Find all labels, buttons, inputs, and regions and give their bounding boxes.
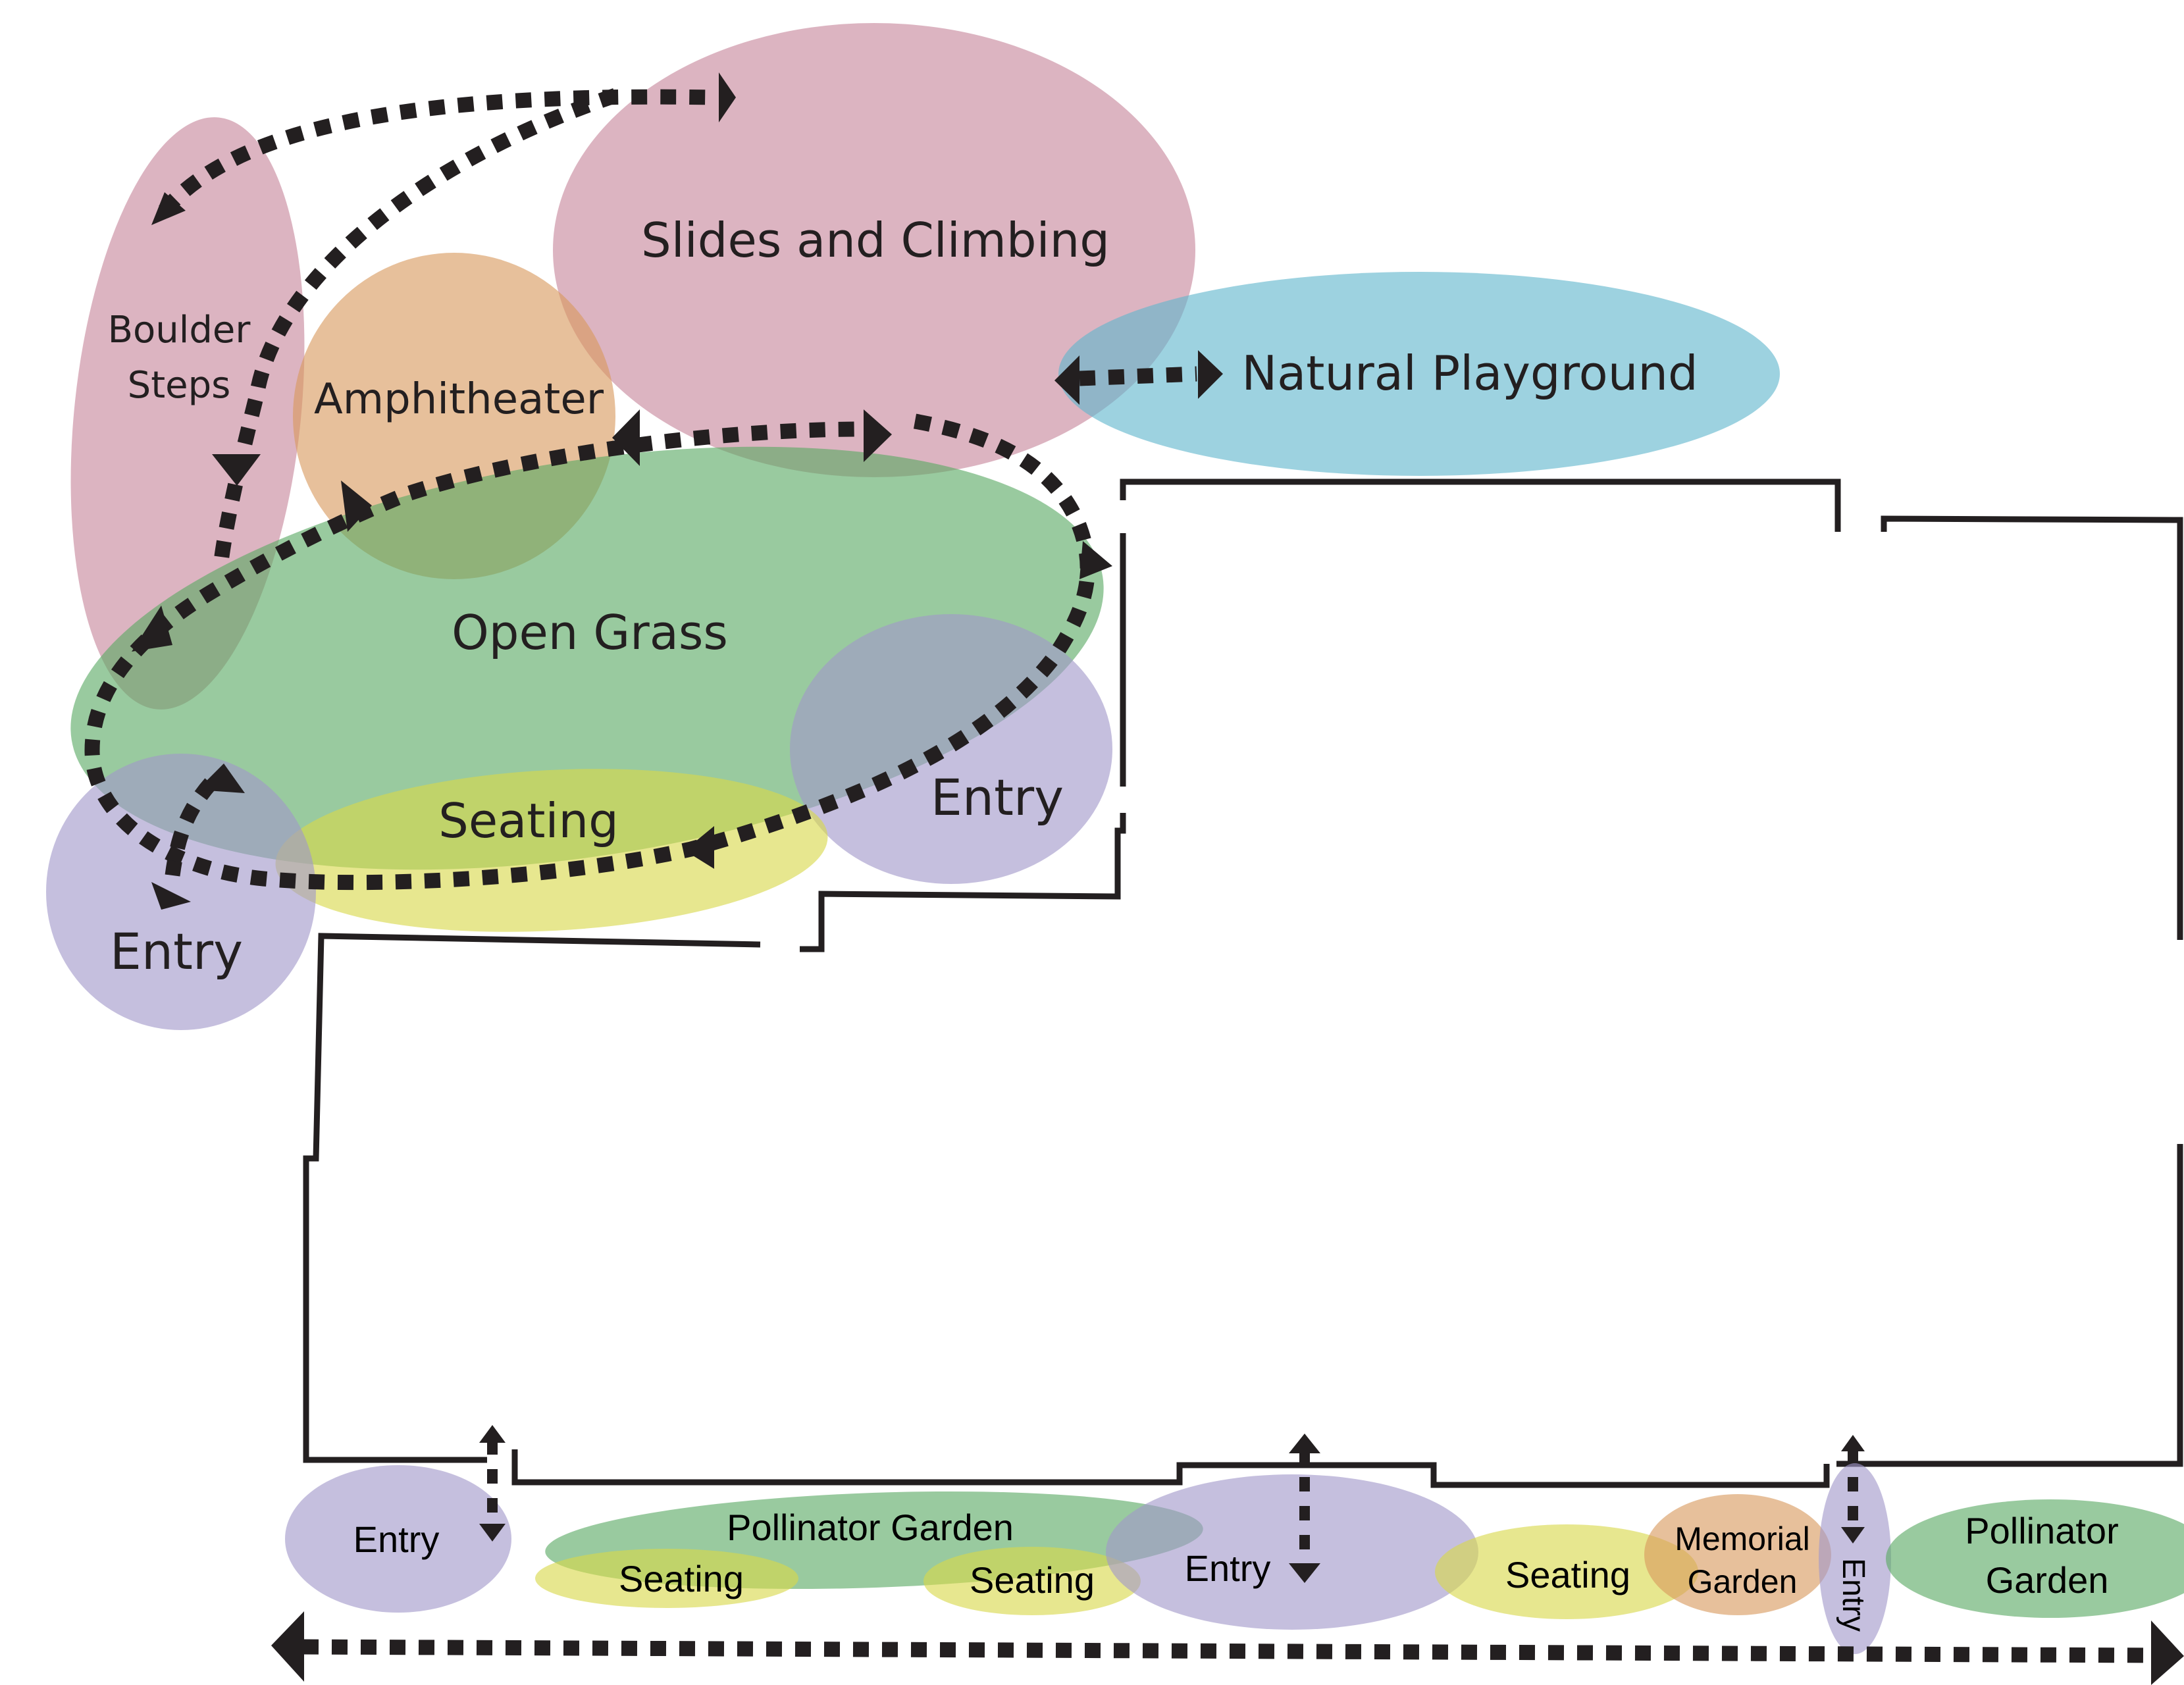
building-wall-east [1836,1144,2183,1467]
label-street-seating-1: Seating [619,1558,744,1599]
arrowhead-west-entry-up [197,764,245,793]
arrowhead-street-entry-3-up [1841,1435,1865,1451]
label-boulder-steps-line2: Steps [128,364,231,407]
label-street-entry-1: Entry [353,1518,440,1560]
label-open-grass: Open Grass [452,605,728,660]
arrowhead-street-entry-3-down [1841,1527,1865,1543]
label-pollinator-garden-1: Pollinator Garden [727,1507,1014,1548]
street-entry-2-zone [1106,1474,1478,1630]
arrowhead-loop-top-right [864,409,892,462]
street-zones [285,1463,2184,1654]
circulation-paths [84,72,2184,1685]
arrowhead-loop-east [1079,541,1112,579]
path-open-grass-loop [84,413,1095,891]
arrowhead-slides-left [1054,355,1079,405]
upper-labels: Boulder Steps Slides and Climbing Amphit… [108,213,1698,981]
natural-playground-zone [1058,272,1780,476]
arrowhead-sidewalk-west [271,1611,304,1682]
arrowhead-loop-west [132,606,172,652]
street-seating-1-zone [535,1549,798,1608]
arrowhead-street-entry-2-up [1289,1434,1320,1453]
street-seating-3-zone [1435,1524,1698,1619]
street-labels: Entry Pollinator Garden Seating Seating … [353,1507,2119,1632]
arrowhead-street-entry-1-up [479,1425,506,1443]
label-street-entry-2: Entry [1185,1547,1271,1589]
building-wall-top [1120,479,1841,532]
label-amphitheater: Amphitheater [314,375,604,424]
street-entry-1-zone [285,1465,511,1613]
label-street-entry-3: Entry [1836,1558,1871,1632]
entry-west-zone [46,754,316,1030]
label-pollinator-garden-2-line2: Garden [1986,1559,2109,1601]
slides-climbing-zone [553,23,1195,477]
arrowhead-boulder-top [151,192,186,225]
seating-zone [275,769,828,932]
path-sidewalk [302,1639,2156,1663]
street-seating-2-zone [923,1547,1141,1615]
label-street-seating-2: Seating [970,1559,1095,1601]
building-wall-northeast [1881,515,2183,940]
building-outline [303,479,2183,1488]
label-memorial-garden-line1: Memorial [1675,1520,1810,1557]
building-wall-west [303,933,761,1463]
arrowhead-street-entry-1-down [479,1524,506,1542]
path-slides-to-boulder-base [213,88,618,567]
label-street-seating-3: Seating [1505,1554,1630,1595]
arrowhead-loop-top-left [612,409,640,466]
entry-east-zone [790,614,1112,884]
label-pollinator-garden-2-line1: Pollinator [1965,1510,2118,1551]
memorial-garden-zone [1644,1494,1831,1615]
label-memorial-garden-line2: Garden [1688,1563,1798,1600]
arrowhead-boulder-lower [212,454,261,486]
label-entry-east: Entry [931,768,1064,827]
street-entry-3-zone [1819,1463,1891,1654]
arrowhead-loop-seating [685,826,714,869]
arrowhead-loop-amphitheater [341,480,372,532]
path-slides-to-playground [1079,366,1197,386]
label-seating: Seating [438,793,619,848]
arrowhead-slides-top [719,72,736,122]
arrowhead-sidewalk-east [2151,1620,2184,1685]
building-wall-south [511,1449,1830,1488]
pollinator-garden-2-zone [1886,1499,2184,1618]
arrowhead-west-entry-down [151,882,191,910]
label-natural-playground: Natural Playground [1241,346,1698,401]
label-boulder-steps-line1: Boulder [108,309,251,351]
building-wall-notch [800,813,1126,952]
upper-zones [46,23,1780,1030]
path-boulder-to-slides [159,89,715,216]
arrowhead-playground-right [1198,350,1223,399]
arrowhead-street-entry-2-down [1289,1563,1320,1583]
label-entry-west: Entry [110,922,243,981]
label-slides-climbing: Slides and Climbing [641,213,1110,268]
path-west-entry-link [165,778,217,877]
